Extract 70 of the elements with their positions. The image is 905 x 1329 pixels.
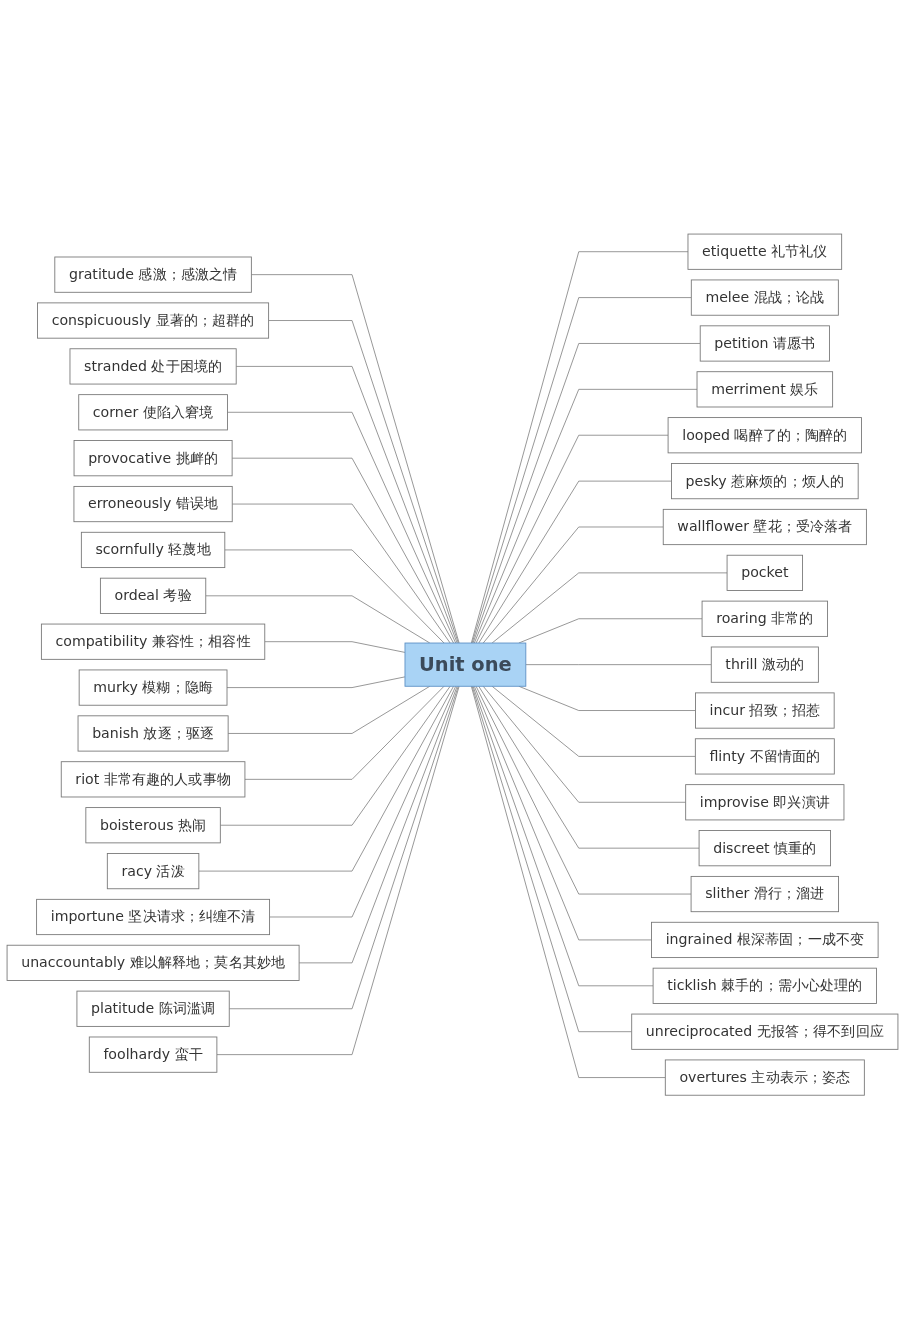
node-box: riot 非常有趣的人或事物: [60, 761, 246, 798]
node-box: flinty 不留情面的: [694, 738, 835, 775]
node-box: platitude 陈词滥调: [76, 990, 230, 1027]
node-box: racy 活泼: [106, 852, 200, 890]
node-box: petition 请愿书: [699, 325, 830, 362]
node-box: foolhardy 蛮干: [88, 1036, 218, 1073]
connector: [227, 411, 457, 644]
connector: [228, 685, 459, 1010]
node-box: unaccountably 难以解释地；莫名其妙地: [6, 944, 300, 981]
connector: [478, 685, 700, 849]
node-box: stranded 处于困境的: [69, 348, 237, 385]
node-box: discreet 慎重的: [698, 829, 831, 867]
connector: [219, 685, 451, 826]
node-box: corner 使陷入窘境: [78, 394, 228, 431]
node-box: looped 喝醉了的；陶醉的: [667, 417, 862, 454]
node-box: scornfully 轻蔑地: [80, 531, 226, 568]
connector: [298, 685, 458, 964]
connector: [231, 503, 451, 644]
node-box: ticklish 棘手的；需小心处理的: [652, 967, 877, 1004]
connector: [269, 685, 457, 918]
connector: [226, 676, 406, 688]
connector: [482, 526, 664, 644]
node-box: incur 招致；招惹: [695, 692, 835, 729]
node-box: ingrained 根深蒂固；一成不变: [651, 921, 879, 958]
connector: [198, 685, 454, 872]
connector: [471, 685, 633, 1032]
node-box: murky 模糊；隐晦: [78, 669, 228, 706]
node-box: boisterous 热闹: [85, 807, 221, 844]
connector: [478, 480, 672, 644]
connector: [491, 685, 696, 757]
connector: [473, 685, 652, 941]
node-box: provocative 挑衅的: [73, 439, 233, 477]
node-box: banish 放逐；驱逐: [77, 715, 229, 752]
connector: [224, 549, 445, 644]
connector: [250, 274, 460, 644]
connector: [235, 365, 458, 644]
connector: [482, 685, 687, 803]
node-box: conspicuously 显著的；超群的: [37, 302, 270, 339]
node-box: etiquette 礼节礼仪: [687, 233, 843, 270]
connector: [231, 457, 454, 644]
connector: [475, 685, 692, 895]
connector: [472, 685, 654, 987]
node-box: wallflower 壁花；受冷落者: [662, 508, 867, 545]
node-box: gratitude 感激；感激之情: [54, 256, 252, 293]
connector: [473, 388, 698, 644]
connector: [268, 319, 459, 644]
node-box: melee 混战；论战: [690, 279, 839, 316]
node-box: importune 坚决请求；纠缠不清: [36, 898, 270, 935]
node-box: thrill 激动的: [710, 646, 819, 683]
node-box: unreciprocated 无报答；得不到回应: [631, 1013, 899, 1050]
node-box: roaring 非常的: [701, 600, 828, 637]
node-box: overtures 主动表示；姿态: [664, 1059, 865, 1096]
connector: [525, 664, 712, 665]
connector: [216, 685, 460, 1055]
node-box: ordeal 考验: [99, 577, 207, 614]
node-box: erroneously 错误地: [73, 485, 233, 522]
connector: [227, 685, 431, 734]
node-box: slither 滑行；溜进: [690, 875, 839, 912]
connector: [244, 685, 445, 780]
node-box: improvise 即兴演讲: [685, 784, 845, 821]
connector: [491, 572, 728, 644]
node-box: pesky 惹麻烦的；烦人的: [671, 462, 859, 500]
connector: [475, 434, 669, 644]
connector: [472, 342, 701, 644]
connector: [470, 685, 666, 1078]
node-box: merriment 娱乐: [696, 371, 834, 408]
node-box: compatibility 兼容性；相容性: [40, 623, 266, 660]
node-box: pocket: [726, 554, 803, 591]
node-box: Unit one: [404, 642, 527, 687]
connector: [264, 641, 406, 653]
